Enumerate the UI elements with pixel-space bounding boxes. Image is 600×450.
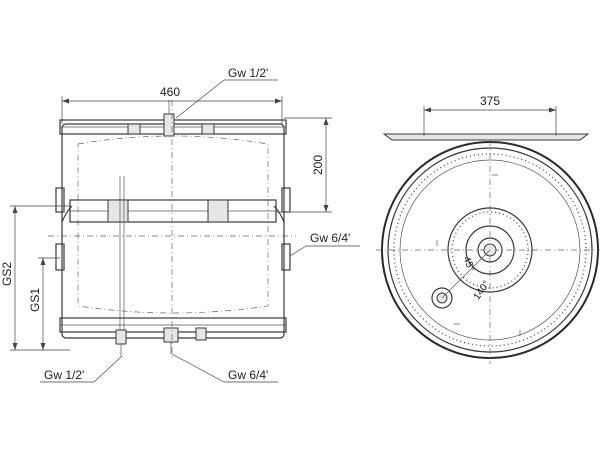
gs1-label: GS1 bbox=[28, 288, 42, 312]
tank-outline bbox=[61, 123, 285, 339]
gw-half-bottom-label: Gw 1/2' bbox=[44, 368, 84, 382]
dim-460-label: 460 bbox=[160, 85, 180, 99]
dim-460: 460 bbox=[61, 85, 283, 124]
gs2-label: GS2 bbox=[0, 262, 14, 286]
dim-200-label: 200 bbox=[311, 155, 325, 175]
dim-gs: GS2 GS1 bbox=[0, 205, 70, 351]
bottom-connector-left bbox=[115, 329, 127, 345]
gw-64-side-label: Gw 6/4' bbox=[310, 231, 350, 245]
anode-port bbox=[431, 287, 453, 309]
side-view bbox=[48, 100, 296, 360]
top-connector bbox=[163, 113, 175, 137]
mounting-plate bbox=[382, 133, 590, 141]
leaders: Gw 1/2' Gw 6/4' Gw 1/2' Gw 6/4' bbox=[40, 66, 360, 383]
angle-45-label: 45° bbox=[461, 255, 477, 273]
bottom-connector-right bbox=[163, 327, 179, 343]
dim-200: 200 bbox=[276, 117, 332, 213]
top-view: 375 45° 140° bbox=[376, 94, 600, 364]
inner-vessel bbox=[77, 135, 269, 314]
gw-64-bottom-label: Gw 6/4' bbox=[228, 368, 268, 382]
gw-half-top-label: Gw 1/2' bbox=[228, 66, 268, 80]
heater-flange bbox=[447, 207, 533, 293]
dim-375-label: 375 bbox=[480, 94, 500, 108]
angle-140-label: 140° bbox=[472, 279, 493, 302]
